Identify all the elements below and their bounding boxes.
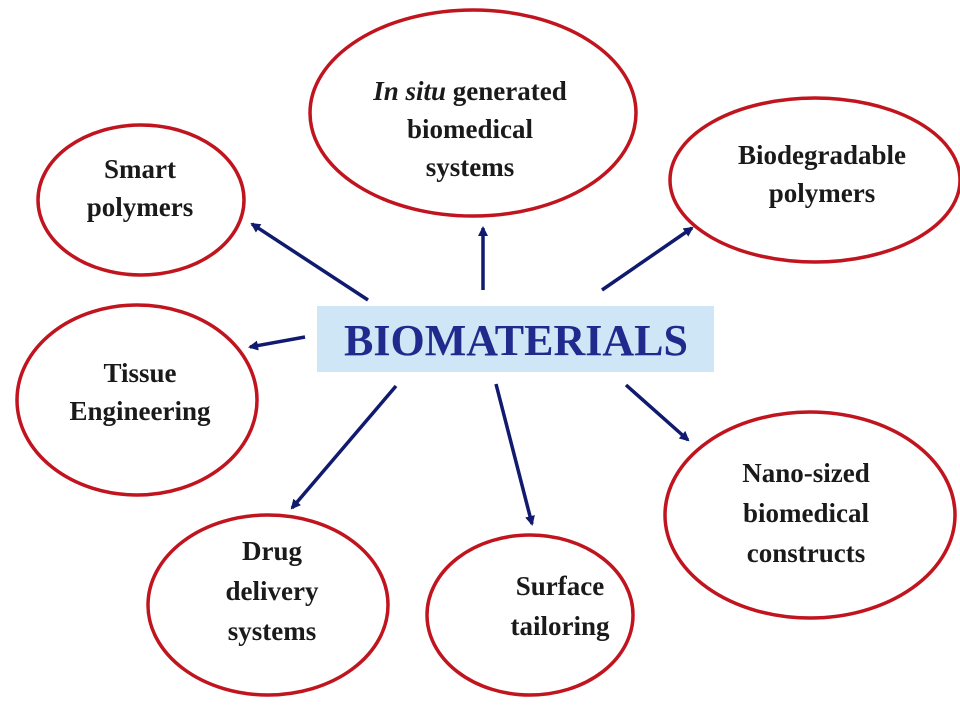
biodegradable-polymers-line-2: polymers [769,178,875,208]
in-situ-ellipse [308,8,638,218]
biodegradable-polymers-ellipse [668,96,960,264]
center-box [317,306,714,372]
in-situ-line-3: systems [426,152,515,182]
smart-polymers-ellipse [36,123,246,277]
in-situ-label: In situ generated biomedical systems [372,76,567,182]
nano-sized-segment: biomedical [743,498,869,528]
nano-sized-label: Nano-sized biomedical constructs [742,458,870,568]
arrow-to-biodegradable-polymers [601,226,694,292]
in-situ-segment: generated [446,76,567,106]
surface-tailoring-segment: Surface [516,571,604,601]
drug-delivery-ellipse [146,513,390,697]
surface-tailoring-segment: tailoring [511,611,610,641]
surface-tailoring-ellipse [425,533,635,697]
biodegradable-polymers-label: Biodegradable polymers [738,140,906,208]
biodegradable-polymers-line-1: Biodegradable [738,140,906,170]
surface-tailoring-label: Surface tailoring [511,571,610,641]
smart-polymers-line-2: polymers [87,192,193,222]
node-smart-polymers: Smart polymers [36,123,246,277]
center-node: BIOMATERIALS [317,306,714,372]
surface-tailoring-line-2: tailoring [511,611,610,641]
drug-delivery-label: Drug delivery systems [226,536,319,646]
arrow-to-surface-tailoring [494,383,535,526]
in-situ-line-2: biomedical [407,114,533,144]
arrow-to-tissue-engineering [248,335,306,351]
nano-sized-line-1: Nano-sized [742,458,870,488]
nano-sized-ellipse [663,410,957,620]
nano-sized-segment: Nano-sized [742,458,870,488]
nano-sized-segment: constructs [747,538,865,568]
biodegradable-polymers-segment: Biodegradable [738,140,906,170]
biodegradable-polymers-segment: polymers [769,178,875,208]
in-situ-segment: In situ [372,76,446,106]
center-label: BIOMATERIALS [344,316,688,365]
tissue-engineering-segment: Engineering [69,396,211,426]
drug-delivery-segment: Drug [242,536,302,566]
smart-polymers-label: Smart polymers [87,154,193,222]
node-surface-tailoring: Surface tailoring [425,533,635,697]
in-situ-segment: biomedical [407,114,533,144]
node-in-situ: In situ generated biomedical systems [308,8,638,218]
drug-delivery-line-2: delivery [226,576,319,606]
surface-tailoring-line-1: Surface [516,571,604,601]
nano-sized-line-2: biomedical [743,498,869,528]
in-situ-segment: systems [426,152,515,182]
arrow-to-smart-polymers [250,222,369,302]
in-situ-line-1: In situ generated [372,76,567,106]
arrow-to-nano-sized [624,383,690,442]
drug-delivery-segment: systems [228,616,317,646]
arrow-to-drug-delivery [290,384,398,510]
tissue-engineering-segment: Tissue [103,358,176,388]
node-drug-delivery: Drug delivery systems [146,513,390,697]
smart-polymers-segment: Smart [104,154,176,184]
tissue-engineering-line-2: Engineering [69,396,211,426]
drug-delivery-segment: delivery [226,576,319,606]
node-biodegradable-polymers: Biodegradable polymers [668,96,960,264]
drug-delivery-line-3: systems [228,616,317,646]
nano-sized-line-3: constructs [747,538,865,568]
node-nano-sized: Nano-sized biomedical constructs [663,410,957,620]
smart-polymers-line-1: Smart [104,154,176,184]
smart-polymers-segment: polymers [87,192,193,222]
tissue-engineering-ellipse [15,303,259,497]
drug-delivery-line-1: Drug [242,536,302,566]
tissue-engineering-line-1: Tissue [103,358,176,388]
